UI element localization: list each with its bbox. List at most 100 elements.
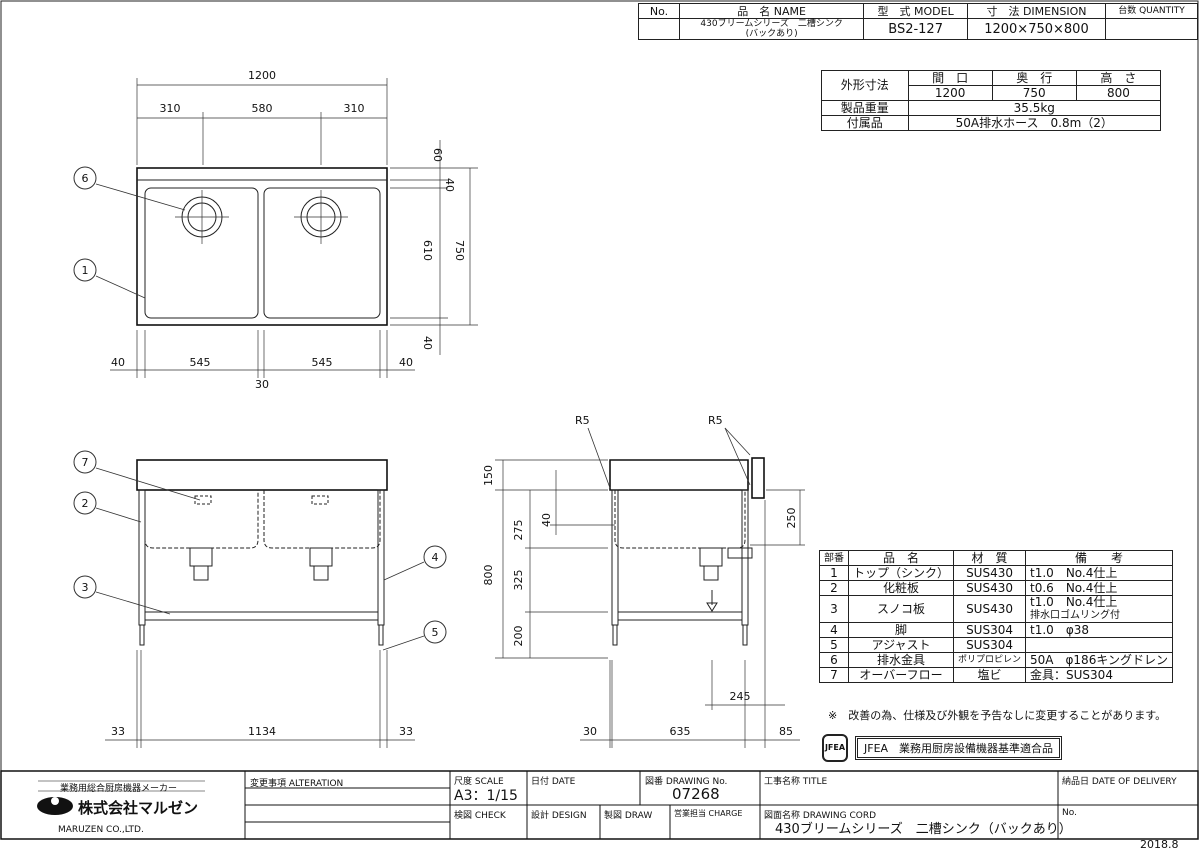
date-label: 日付 DATE xyxy=(531,777,576,787)
depth-label: 奥 行 xyxy=(991,70,1077,86)
jfea-logo-text: JFEA xyxy=(824,743,846,752)
product-name-sub: (バックあり) xyxy=(745,29,798,39)
dim-750: 750 xyxy=(453,240,466,261)
balloon-3: 3 xyxy=(82,581,89,594)
height-label: 高 さ xyxy=(1075,70,1162,86)
part-note-text: t0.6 No.4仕上 xyxy=(1030,580,1118,595)
part-material-text: SUS304 xyxy=(966,622,1013,637)
part-material-text: 塩ビ xyxy=(977,667,1002,682)
design-label: 設計 DESIGN xyxy=(531,811,587,821)
dim-635: 635 xyxy=(670,725,691,738)
issue-date: 2018.8 xyxy=(1140,838,1179,851)
dim-545-l: 545 xyxy=(190,356,211,369)
part-name-text: オーバーフロー xyxy=(859,667,943,682)
part-material-text: SUS430 xyxy=(966,601,1013,616)
balloon-2: 2 xyxy=(82,497,89,510)
jfea-logo: JFEA xyxy=(822,734,848,762)
part-note-2: 排水口ゴムリング付 xyxy=(1030,610,1121,621)
part-note-text: t1.0 No.4仕上 xyxy=(1030,595,1118,609)
part-name-text: スノコ板 xyxy=(877,601,926,616)
dim-40-side: 40 xyxy=(540,513,553,527)
dim-40-bottom: 40 xyxy=(421,336,434,350)
dim-150: 150 xyxy=(482,465,495,486)
dim-33-l: 33 xyxy=(111,725,125,738)
balloon-5: 5 xyxy=(432,626,439,639)
scale-value: A3：1/15 xyxy=(454,788,518,804)
dim-200: 200 xyxy=(512,626,525,647)
product-name: 430ブリームシリーズ 二槽シンク xyxy=(700,19,843,29)
dim-325: 325 xyxy=(512,570,525,591)
part-name-text: アジャスト xyxy=(871,637,931,652)
front-view xyxy=(136,459,388,646)
dim-40-l: 40 xyxy=(111,356,125,369)
outer-dim-label: 外形寸法 xyxy=(821,70,909,101)
part-no-text: 1 xyxy=(830,565,838,580)
balloon-6: 6 xyxy=(82,172,89,185)
part-no-text: 2 xyxy=(830,580,838,595)
part-name: スノコ板 xyxy=(847,595,955,623)
part-name-text: トップ（シンク） xyxy=(853,565,950,580)
delivery-label: 納品日 DATE OF DELIVERY xyxy=(1062,777,1177,787)
title-label: 工事名称 TITLE xyxy=(764,777,828,787)
delivery-no-label: No. xyxy=(1062,808,1077,818)
parts-row: 7 オーバーフロー 塩ビ 金具：SUS304 xyxy=(819,667,1173,683)
drawing-name: 430ブリームシリーズ 二槽シンク（バックあり） xyxy=(775,822,1072,837)
part-material: SUS430 xyxy=(953,595,1027,623)
part-note-text: 金具：SUS304 xyxy=(1030,667,1113,682)
balloon-1: 1 xyxy=(82,264,89,277)
part-material-text: ポリプロピレン xyxy=(958,654,1022,665)
dim-800: 800 xyxy=(482,565,495,586)
dim-1134: 1134 xyxy=(248,725,276,738)
company-name-en: MARUZEN CO.,LTD. xyxy=(58,825,144,835)
part-no-text: 4 xyxy=(830,622,838,637)
part-no-text: 5 xyxy=(830,637,838,652)
dim-30-side: 30 xyxy=(583,725,597,738)
part-material-text: SUS430 xyxy=(966,580,1013,595)
dimension-value: 1200×750×800 xyxy=(966,18,1107,40)
part-material: 塩ビ xyxy=(953,667,1027,683)
part-name: オーバーフロー xyxy=(847,667,955,683)
parts-row: 6 排水金具 ポリプロピレン 50A φ186キングドレン xyxy=(819,652,1173,668)
part-note-text: 50A φ186キングドレン xyxy=(1030,652,1168,667)
scale-label: 尺度 SCALE xyxy=(454,777,504,787)
part-name-text: 脚 xyxy=(895,622,908,637)
maruzen-logo-icon xyxy=(37,797,73,815)
model-value: BS2-127 xyxy=(863,18,968,40)
part-material-text: SUS304 xyxy=(966,637,1013,652)
part-no-text: 7 xyxy=(830,667,838,682)
accessory-label: 付属品 xyxy=(821,115,909,131)
part-note-text: t1.0 No.4仕上 xyxy=(1030,565,1118,580)
part-material: SUS304 xyxy=(953,637,1027,653)
dim-580: 580 xyxy=(252,102,273,115)
weight-label: 製品重量 xyxy=(821,100,909,116)
dim-610: 610 xyxy=(421,240,434,261)
balloon-4: 4 xyxy=(432,551,439,564)
part-name-text: 排水金具 xyxy=(877,652,926,667)
notice-text: ※ 改善の為、仕様及び外観を予告なしに変更することがあります。 xyxy=(828,709,1167,722)
drawing-no: 07268 xyxy=(672,785,720,803)
jfea-label: JFEA 業務用厨房設備機器基準適合品 xyxy=(855,736,1063,760)
part-name-text: 化粧板 xyxy=(883,580,920,595)
draw-label: 製図 DRAW xyxy=(604,811,653,821)
parts-header: 材 質 xyxy=(953,550,1027,566)
dim-1200: 1200 xyxy=(248,69,276,82)
check-label: 検図 CHECK xyxy=(454,811,506,821)
dim-40-r: 40 xyxy=(399,356,413,369)
part-no-text: 6 xyxy=(830,652,838,667)
balloon-7: 7 xyxy=(82,456,89,469)
radius-label: R5 xyxy=(708,414,723,427)
dim-275: 275 xyxy=(512,520,525,541)
company-name: 株式会社マルゼン xyxy=(78,799,199,817)
accessory-value: 50A排水ホース 0.8m（2） xyxy=(907,115,1162,131)
dim-30: 30 xyxy=(255,378,269,391)
part-note: 金具：SUS304 xyxy=(1025,667,1173,683)
drawing-no-label: 図番 DRAWING No. xyxy=(645,777,728,787)
drawing-cord-label: 図面名称 DRAWING CORD xyxy=(764,811,877,821)
dim-310-right: 310 xyxy=(344,102,365,115)
part-note: 50A φ186キングドレン xyxy=(1025,652,1173,668)
